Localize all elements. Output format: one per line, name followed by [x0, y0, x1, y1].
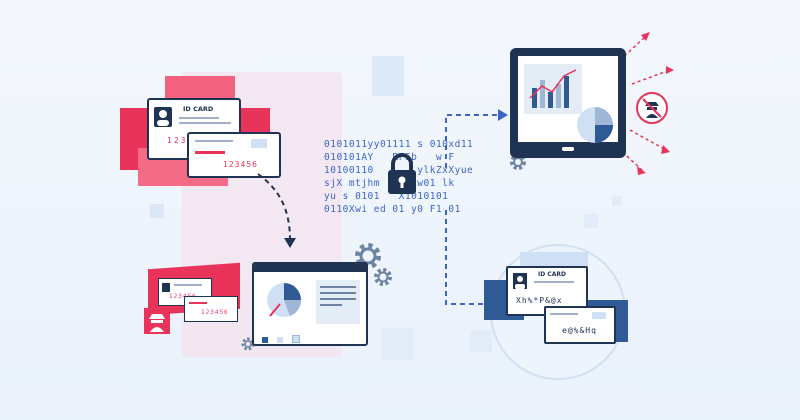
bg-square-1	[150, 204, 164, 218]
binary-row: 0101011yy01111 s 010xd11	[324, 139, 474, 150]
card-line	[195, 140, 233, 142]
id-card-number: 123456	[167, 136, 208, 145]
stolen-card-back: 123456	[184, 296, 238, 322]
dashed-line-down	[445, 210, 490, 305]
id-card-title: ID CARD	[183, 105, 214, 113]
browser-titlebar	[254, 264, 366, 279]
bg-square-5	[584, 214, 598, 228]
top-card-cluster: ID CARD 123456 123456	[120, 76, 281, 196]
gear-icon	[374, 268, 392, 286]
bg-square-4	[470, 330, 492, 352]
card-chip	[592, 312, 606, 319]
hacker-icon	[144, 308, 170, 334]
card-line	[179, 117, 219, 119]
binary-row: sjX mtjhm Yxw01 lk	[324, 178, 455, 189]
card-stripe	[189, 302, 207, 304]
pie-chart-icon	[267, 283, 302, 317]
hacker-icon	[636, 92, 668, 124]
stolen-card-number: 123456	[169, 293, 197, 300]
card-chip	[251, 139, 267, 148]
chart-icon	[524, 64, 582, 114]
tablet-home-button	[562, 147, 574, 151]
person-icon	[154, 107, 172, 127]
binary-row: 10100110 ylkZxXyue	[324, 165, 474, 176]
person-icon	[162, 283, 170, 292]
card-line	[179, 122, 231, 124]
binary-block: 0101011yy01111 s 010xd11 010101AY RFSb w…	[324, 138, 484, 216]
card-line	[174, 284, 202, 286]
card-line	[550, 313, 578, 315]
id-card-back: 123456	[187, 132, 281, 178]
arrow-head-right	[498, 109, 508, 121]
red-arrow	[629, 129, 667, 151]
bg-square-2	[372, 56, 404, 96]
encrypted-card-back: e@%&Hq	[544, 306, 616, 344]
gear-icon	[355, 243, 381, 269]
binary-row: 010101AY RFSb w F	[324, 152, 455, 163]
lock-icon	[388, 153, 416, 194]
hacker-cluster: 123456 123456	[144, 262, 244, 334]
red-arrow	[631, 69, 671, 85]
encrypted-card-value: Xh%*P&@x	[516, 296, 563, 305]
binary-row: 0110Xwi ed 01 y0 F1 01	[324, 204, 461, 215]
bg-square-6	[612, 196, 622, 206]
encrypted-card-back-value: e@%&Hq	[562, 326, 597, 335]
card-line	[534, 281, 574, 283]
person-icon	[513, 273, 527, 289]
browser-window-icon	[252, 262, 368, 346]
dashed-arrow-down	[257, 173, 291, 241]
bg-square-3	[382, 328, 414, 360]
card-stripe	[195, 151, 225, 154]
legend-squares	[262, 328, 301, 344]
pie-chart-icon	[577, 107, 613, 143]
stolen-card-back-number: 123456	[201, 309, 229, 316]
encrypted-card-title: ID CARD	[538, 271, 566, 278]
text-panel	[316, 280, 360, 324]
arrow-head-down	[284, 238, 296, 248]
id-card-back-number: 123456	[223, 160, 258, 169]
binary-row: yu s 0101 X1010101	[324, 191, 449, 202]
